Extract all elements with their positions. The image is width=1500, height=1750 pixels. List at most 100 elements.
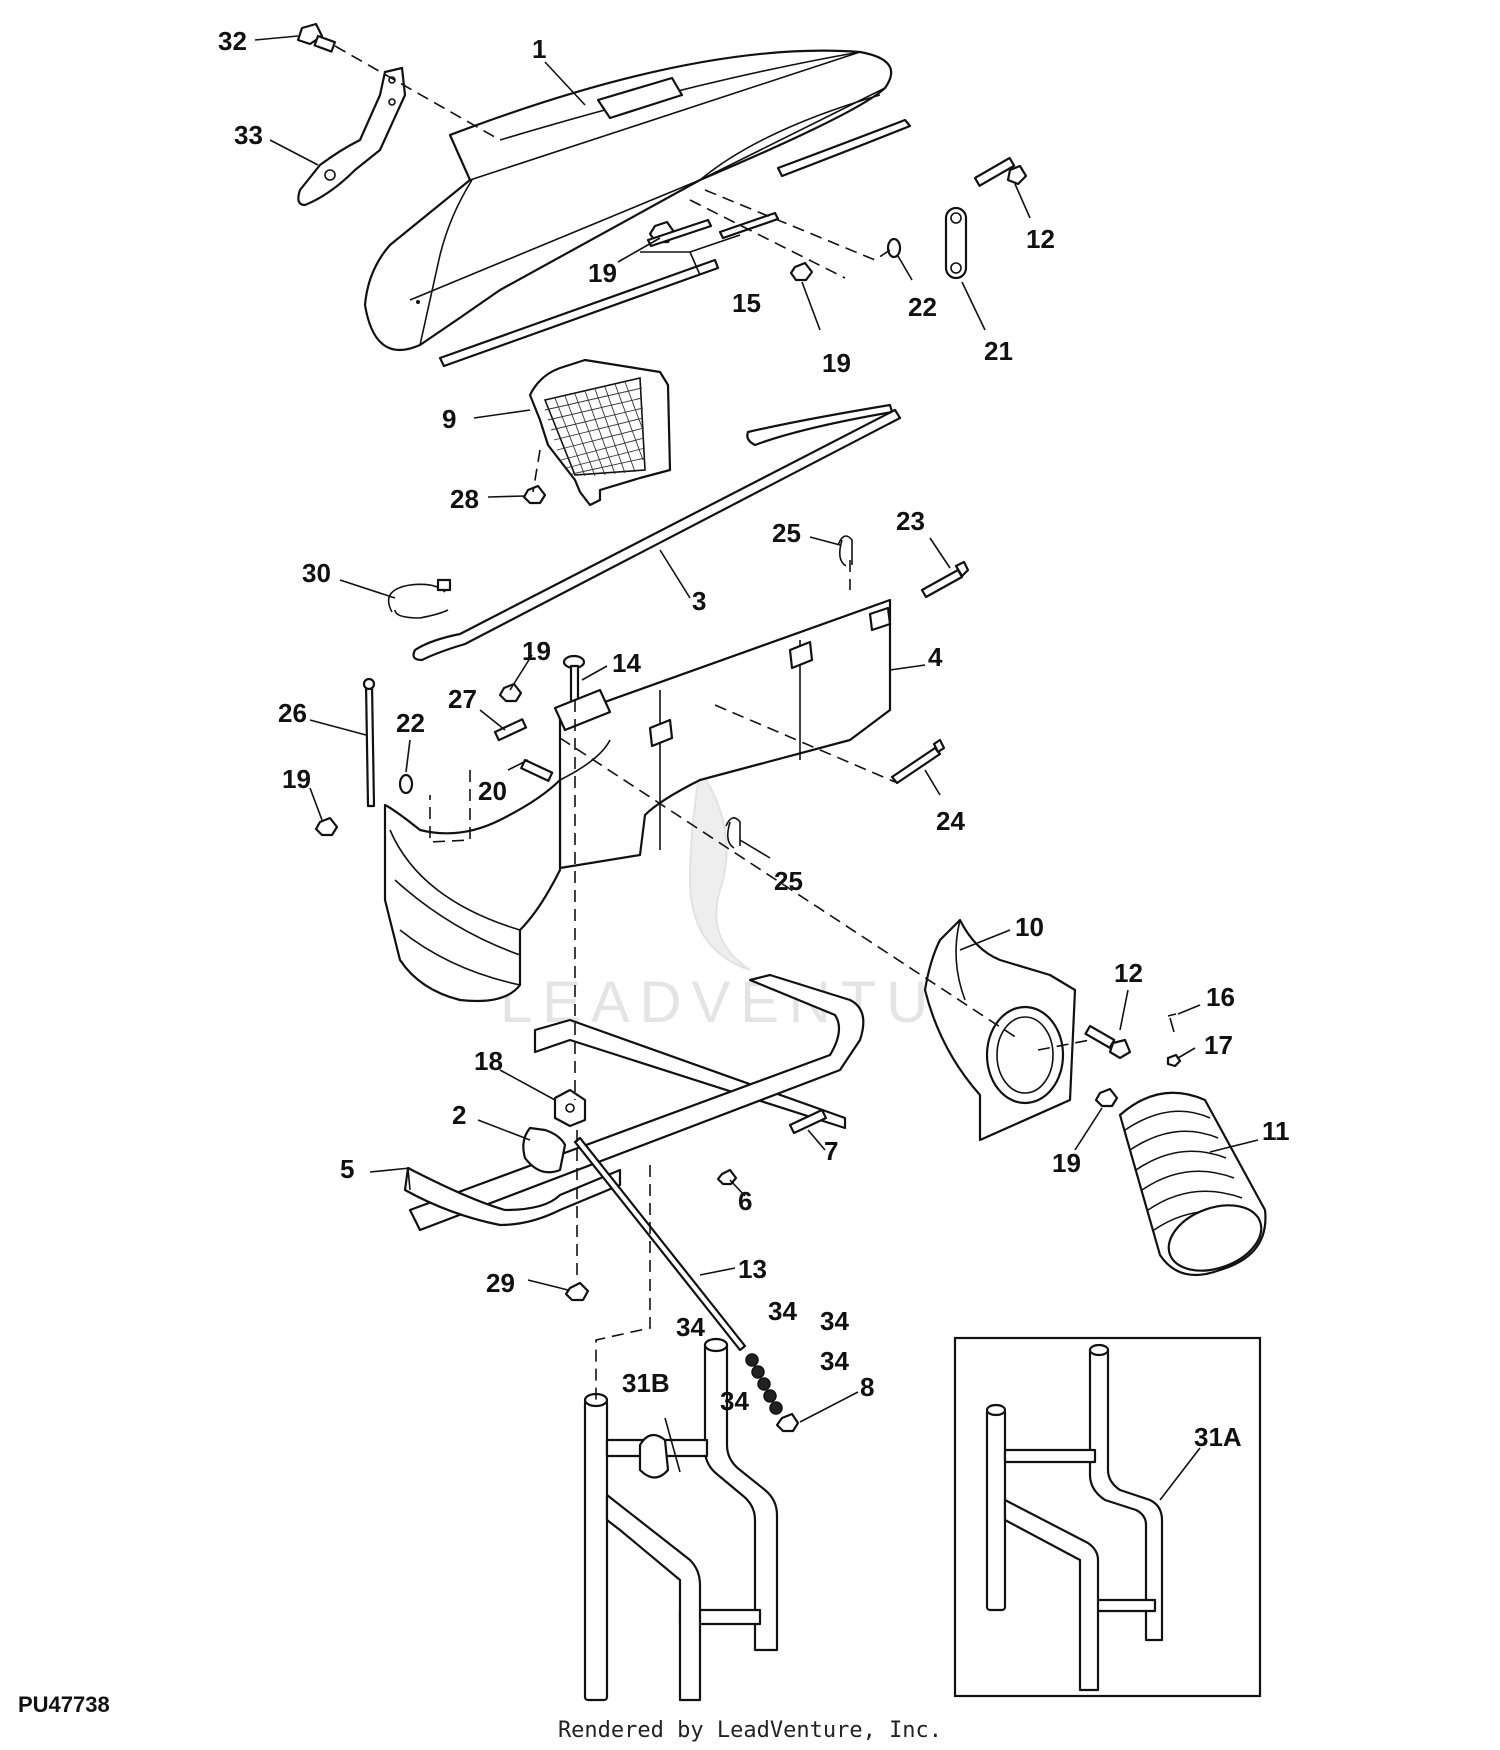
callout-26: 26	[278, 698, 307, 728]
nut-part-28	[522, 484, 547, 505]
callout-12a: 12	[1026, 224, 1055, 254]
callout-4: 4	[928, 642, 943, 672]
nut-part-19e	[1094, 1087, 1119, 1108]
leader-13	[699, 1267, 736, 1276]
leader-19c	[309, 787, 323, 821]
seal-strip-part	[438, 258, 720, 368]
rod-part-15a	[718, 211, 780, 240]
bracket-part-14-plate	[553, 688, 612, 732]
leader-10	[959, 929, 1011, 951]
leader-25a	[809, 536, 841, 546]
leader-19d	[509, 654, 533, 691]
callout-17: 17	[1204, 1030, 1233, 1060]
callout-34c: 34	[820, 1306, 849, 1336]
leader-33	[269, 139, 319, 166]
leader-20	[507, 759, 529, 771]
cable-tie-part-30	[387, 578, 452, 619]
callout-33: 33	[234, 120, 263, 150]
leader-8	[799, 1391, 859, 1423]
leader-31a	[1159, 1447, 1201, 1501]
callout-5: 5	[340, 1154, 354, 1184]
grass-bag-part-4-front	[383, 739, 611, 1003]
washer-part-22a	[886, 237, 902, 259]
grass-bag-frame-part-4	[558, 598, 892, 870]
nut-part-19d	[498, 682, 523, 703]
hitch-pin-part-25a	[837, 535, 853, 567]
assembly-line	[704, 189, 891, 261]
screen-filter-part-9	[528, 358, 672, 507]
leader-31b	[664, 1417, 681, 1473]
callout-15: 15	[732, 288, 761, 318]
hitch-clip-part-2	[522, 1126, 567, 1174]
leader-3	[659, 549, 691, 599]
callout-14: 14	[612, 648, 641, 678]
callout-25a: 25	[772, 518, 801, 548]
bolt-part-12b	[1084, 1024, 1132, 1060]
leader-1	[544, 61, 586, 106]
callout-6: 6	[738, 1186, 752, 1216]
callout-29: 29	[486, 1268, 515, 1298]
inset-box-31a	[953, 1336, 1262, 1698]
leader-28	[487, 495, 526, 498]
stand-part-31a	[985, 1343, 1164, 1692]
pin-part-16	[1167, 1013, 1177, 1033]
seal-strip-part	[746, 403, 894, 447]
figure-id-label: PU47738	[18, 1692, 110, 1717]
leader-22a	[897, 255, 913, 281]
leader-16	[1177, 1004, 1201, 1015]
bracket-part-18	[553, 1088, 587, 1128]
callout-34e: 34	[720, 1386, 749, 1416]
callout-1: 1	[532, 34, 546, 64]
leader-19b	[801, 281, 821, 331]
rod-part-23	[920, 568, 964, 599]
seal-strip-part	[776, 118, 912, 178]
leader-7	[807, 1129, 826, 1151]
nut-part-19c	[314, 816, 339, 837]
rod-part-26-eye	[362, 677, 376, 691]
leader-24	[924, 769, 941, 796]
callout-10: 10	[1015, 912, 1044, 942]
callout-20: 20	[478, 776, 507, 806]
seal-strip-part-3	[412, 408, 902, 662]
callout-31b: 31B	[622, 1368, 670, 1398]
callout-18: 18	[474, 1046, 503, 1076]
flex-hose-part-11	[1118, 1091, 1267, 1277]
assembly-line	[334, 45, 501, 141]
callout-19b: 19	[822, 348, 851, 378]
leader-29	[527, 1279, 569, 1291]
washer-part-22b	[398, 773, 414, 795]
leader-26	[309, 719, 367, 736]
callout-13: 13	[738, 1254, 767, 1284]
rod-part-23-head	[954, 560, 970, 578]
nut-part-6	[716, 1168, 738, 1186]
leader-19a	[617, 237, 661, 263]
hood-lid-part	[363, 49, 893, 351]
leader-25b	[739, 839, 771, 859]
callout-12b: 12	[1114, 958, 1143, 988]
leader-11	[1209, 1139, 1259, 1153]
assembly-line	[595, 1165, 651, 1400]
leader-14	[581, 665, 608, 681]
callout-19a: 19	[588, 258, 617, 288]
leader-19e	[1074, 1107, 1103, 1151]
callout-34a: 34	[676, 1312, 705, 1342]
rod-part-26	[364, 682, 376, 808]
stand-part-31b	[583, 1337, 779, 1702]
callout-32: 32	[218, 26, 247, 56]
callout-25b: 25	[774, 866, 803, 896]
link-arm-part-21	[944, 206, 968, 280]
leader-18	[499, 1069, 556, 1101]
screw-part-20	[520, 758, 554, 782]
callout-24: 24	[936, 806, 965, 836]
assembly-line	[559, 737, 1021, 1041]
callout-23: 23	[896, 506, 925, 536]
leader-21	[961, 281, 986, 331]
callout-22b: 22	[396, 708, 425, 738]
leader-12b	[1119, 989, 1129, 1031]
callout-7: 7	[824, 1136, 838, 1166]
callout-19d: 19	[522, 636, 551, 666]
render-credit: Rendered by LeadVenture, Inc.	[557, 1718, 943, 1743]
leader-4	[889, 664, 926, 671]
callout-19c: 19	[282, 764, 311, 794]
rod-part-13	[573, 1136, 747, 1352]
